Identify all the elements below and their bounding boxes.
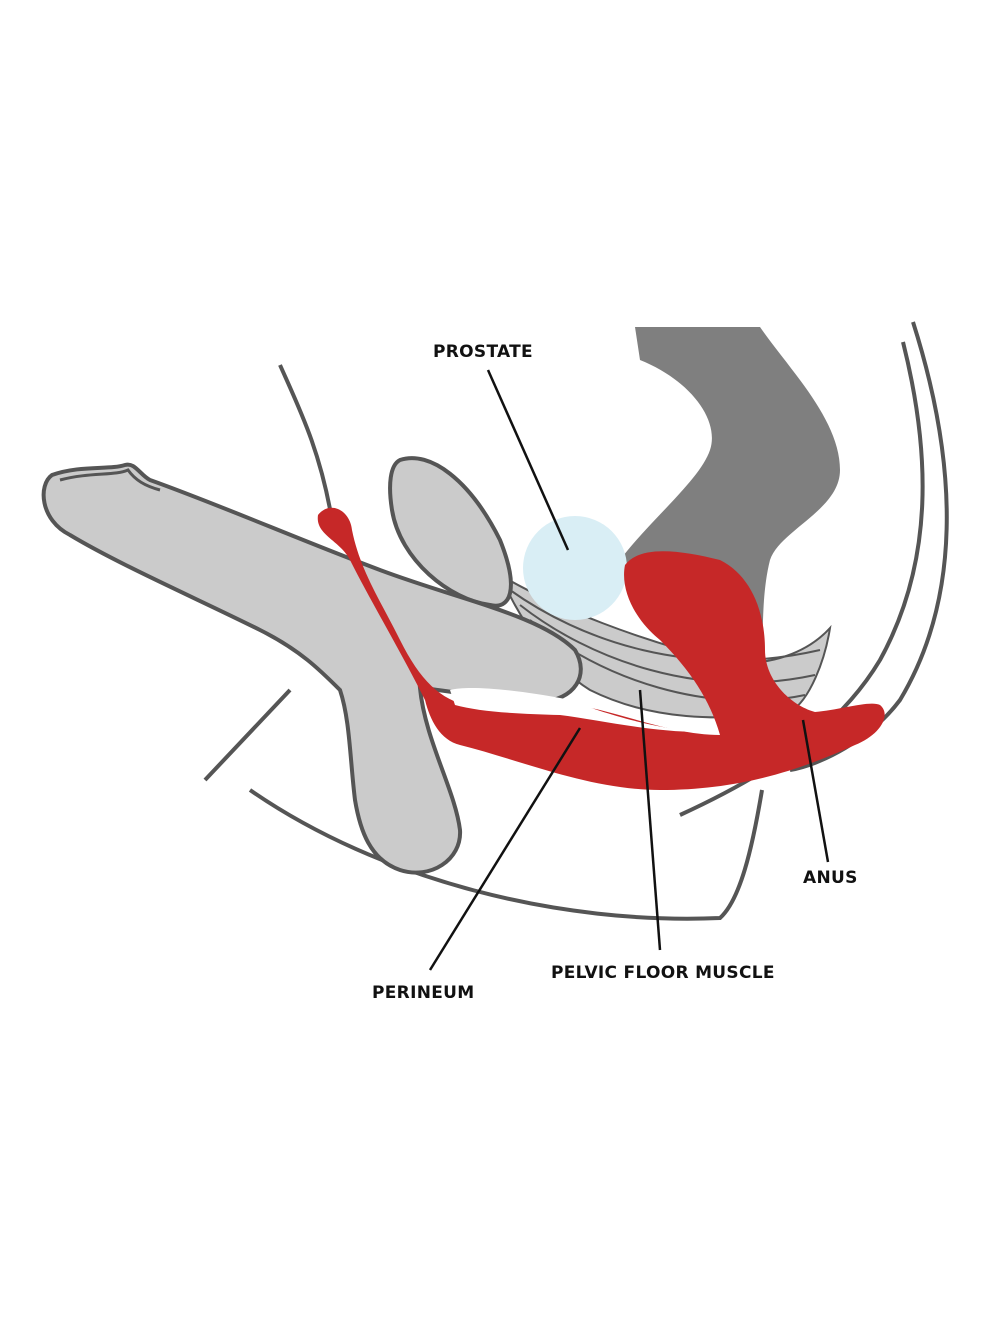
- leader-lines: [428, 369, 830, 971]
- perineal-muscle: [317, 507, 885, 790]
- perineal-gap: [450, 688, 700, 732]
- penis: [41, 462, 583, 875]
- prostate-leader: [486, 369, 570, 551]
- prostate-label: PROSTATE: [433, 342, 533, 362]
- abdomen-outline: [278, 364, 334, 521]
- anus-leader: [801, 719, 830, 863]
- body-outline-lower: [203, 688, 764, 921]
- prostate: [523, 516, 627, 620]
- pelvic-floor-leader: [638, 689, 662, 951]
- perineum-leader: [428, 727, 582, 971]
- pelvic-floor-muscle-label: PELVIC FLOOR MUSCLE: [551, 963, 775, 983]
- penis-glans-line: [59, 468, 161, 492]
- perineum-label: PERINEUM: [372, 983, 475, 1003]
- anus-label: ANUS: [803, 868, 858, 888]
- back-outline-outer: [789, 321, 949, 772]
